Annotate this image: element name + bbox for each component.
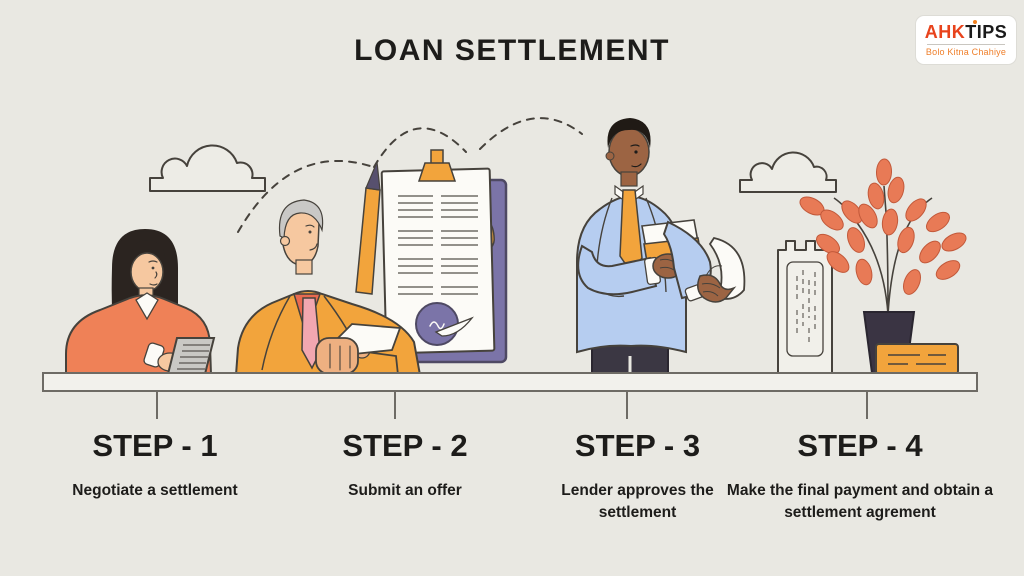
step-1: STEP - 1 Negotiate a settlement [30,428,280,502]
step-3-description: Lender approves the settlement [561,482,714,522]
step-2-description: Submit an offer [348,482,462,499]
step-4-label: STEP - 4 [797,428,923,463]
step-2: STEP - 2 Submit an offer [285,428,525,502]
logo-divider [927,44,1005,45]
brand-tagline: Bolo Kitna Chahiye [925,47,1007,57]
illustration-step2-contract [355,149,508,364]
step-3-label: STEP - 3 [574,428,701,463]
step-4: STEP - 4 Make the final payment and obta… [725,428,995,525]
step-3: STEP - 3 Lender approves the settlement [555,428,720,525]
brand-name-primary: AHK [924,22,966,42]
brand-name-secondary: TIPS [965,22,1008,42]
logo-i-dot-icon [972,20,977,24]
step-1-label: STEP - 1 [92,428,218,463]
dashed-flow-path [237,117,583,233]
cloud-right-icon [739,151,837,193]
step-4-description: Make the final payment and obtain a sett… [726,482,994,522]
illustration-step2-man [234,199,422,376]
illustration-step4-agreement [777,158,967,375]
illustration-step3-lender [576,118,746,376]
step-2-label: STEP - 2 [342,428,468,463]
page-title: LOAN SETTLEMENT [354,34,670,67]
brand-wordmark: AHKTIPS [924,20,1008,42]
step-1-description: Negotiate a settlement [72,482,238,499]
cloud-left-icon [149,144,266,192]
timeline-shelf [42,372,978,419]
illustration-step1-woman [65,229,216,376]
brand-logo: AHKTIPS Bolo Kitna Chahiye [916,16,1016,64]
